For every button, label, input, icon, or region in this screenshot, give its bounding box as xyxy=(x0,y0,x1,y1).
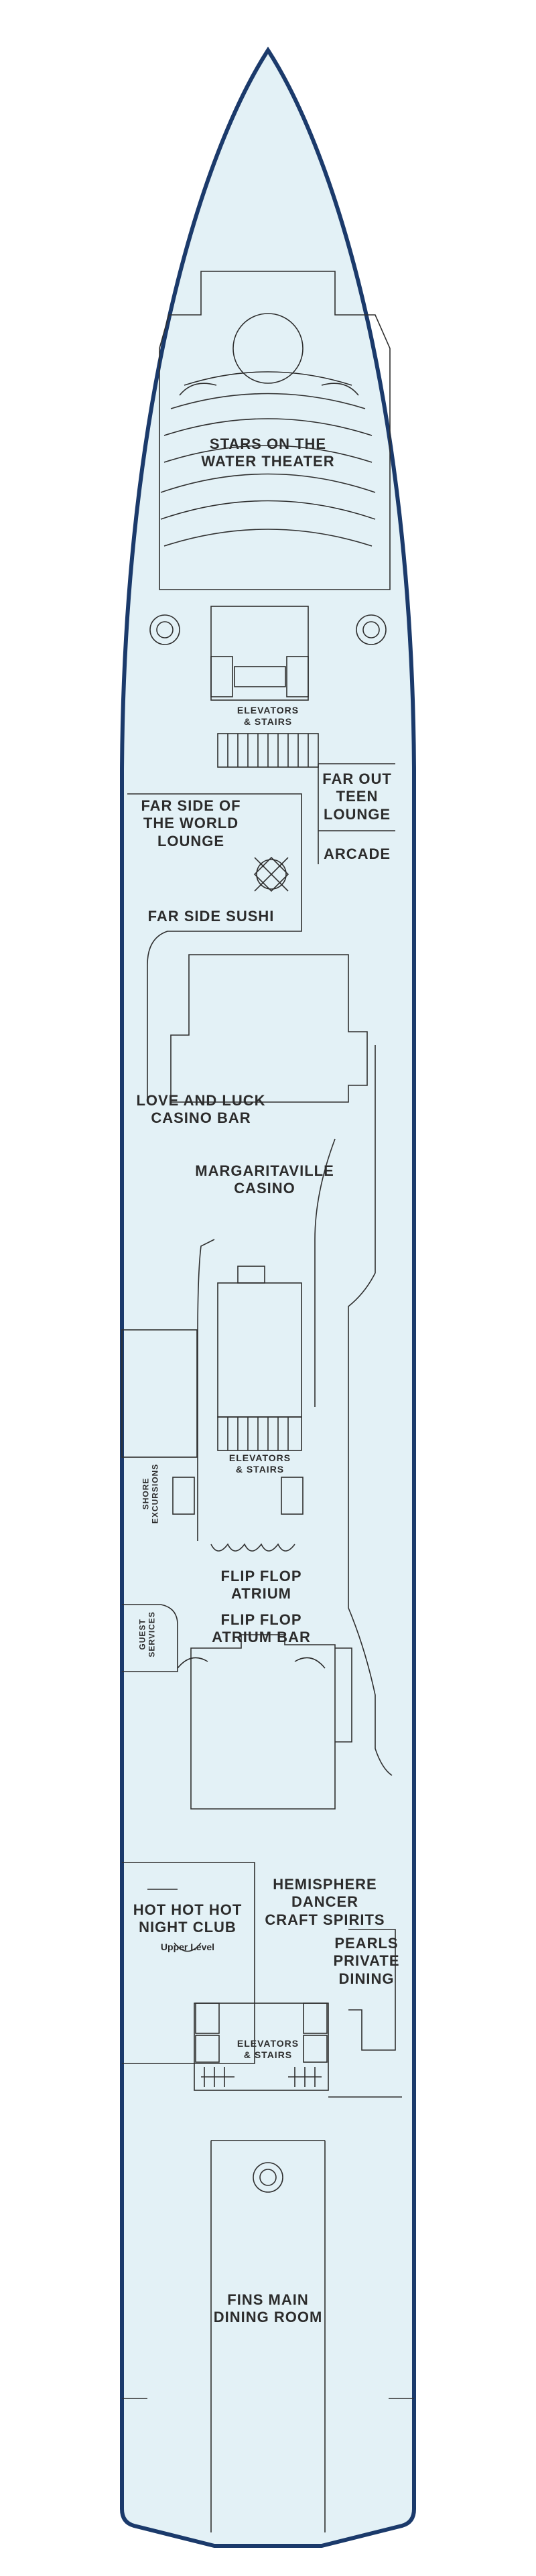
atrium-label: FLIP FLOP ATRIUM xyxy=(194,1568,328,1603)
guest-services-label: GUEST SERVICES xyxy=(138,1604,157,1664)
elevators-mid-line-1: ELEVATORS xyxy=(228,1452,291,1463)
far-side-sushi-label: FAR SIDE SUSHI xyxy=(147,908,275,925)
aft-lobby xyxy=(194,2003,329,2091)
theater-label-line-1: STARS ON THE xyxy=(209,435,327,452)
bow-rotunda xyxy=(232,313,304,384)
mid-room xyxy=(121,1329,198,1458)
theater-label-line-2: WATER THEATER xyxy=(201,453,335,470)
shore-excursions-line-2: EXCURSIONS xyxy=(151,1463,160,1524)
casino-bar-line-2: CASINO BAR xyxy=(151,1109,251,1127)
elevators-aft-line-1: ELEVATORS xyxy=(237,2038,299,2049)
teen-lounge-line-1: FAR OUT xyxy=(322,770,392,787)
dining-room-wall xyxy=(210,2140,326,2532)
hemisphere-line-2: DANCER xyxy=(291,1893,359,1911)
hemisphere-line-3: CRAFT SPIRITS xyxy=(265,1911,385,1928)
night-club-note: Upper Level xyxy=(160,1942,215,1952)
teen-lounge-line-3: LOUNGE xyxy=(323,805,391,823)
fwd-lobby xyxy=(210,606,309,701)
atrium-bar-line-2: ATRIUM BAR xyxy=(212,1629,311,1646)
theater-label: STARS ON THE WATER THEATER xyxy=(174,435,362,471)
night-club-line-1: HOT HOT HOT xyxy=(133,1901,243,1918)
guest-services-line-1: GUEST xyxy=(137,1619,147,1650)
atrium-line-1: FLIP FLOP xyxy=(220,1568,302,1584)
elevators-aft-label: ELEVATORS & STAIRS xyxy=(221,2038,315,2061)
pearls-wall xyxy=(348,1929,396,2051)
shore-excursions-label: SHORE EXCURSIONS xyxy=(141,1456,161,1530)
atrium-bar-line-1: FLIP FLOP xyxy=(220,1611,302,1628)
pearls-label: PEARLS PRIVATE DINING xyxy=(330,1935,403,1988)
night-club-wall xyxy=(122,1862,255,2064)
teen-lounge-line-2: TEEN xyxy=(336,788,379,805)
hemisphere-label: HEMISPHERE DANCER CRAFT SPIRITS xyxy=(258,1876,392,1929)
atrium-bar-outline xyxy=(190,1634,336,1810)
far-side-lounge-line-2: THE WORLD xyxy=(143,815,239,832)
dining-room-line-1: FINS MAIN xyxy=(227,2291,309,2308)
theater-shell xyxy=(159,271,391,590)
casino-line-2: CASINO xyxy=(234,1180,295,1197)
atrium-line-2: ATRIUM xyxy=(231,1585,291,1603)
dining-room-label: FINS MAIN DINING ROOM xyxy=(201,2291,335,2327)
hull xyxy=(120,46,416,2548)
far-side-lounge-line-1: FAR SIDE OF xyxy=(141,797,241,814)
teen-lounge-label: FAR OUT TEEN LOUNGE xyxy=(320,770,394,823)
atrium-bar-label: FLIP FLOP ATRIUM BAR xyxy=(194,1611,328,1647)
pearls-line-2: PRIVATE xyxy=(333,1952,400,1970)
dining-room-line-2: DINING ROOM xyxy=(213,2309,323,2326)
casino-bar-label: LOVE AND LUCK CASINO BAR xyxy=(127,1092,275,1128)
far-side-lounge-line-3: LOUNGE xyxy=(157,832,225,850)
elevators-aft-line-2: & STAIRS xyxy=(243,2049,293,2060)
shore-excursions-line-1: SHORE xyxy=(141,1477,151,1510)
casino-bar-outline xyxy=(170,954,368,1103)
arcade-label: ARCADE xyxy=(323,845,391,862)
guest-services-line-2: SERVICES xyxy=(147,1611,157,1657)
night-club-line-2: NIGHT CLUB xyxy=(139,1919,237,1936)
elevators-fwd-line-2: & STAIRS xyxy=(243,716,293,727)
elevators-fwd-label: ELEVATORS & STAIRS xyxy=(221,705,315,728)
casino-bar-line-1: LOVE AND LUCK xyxy=(136,1092,266,1109)
casino-label: MARGARITAVILLE CASINO xyxy=(181,1162,348,1198)
night-club-label: HOT HOT HOT NIGHT CLUB xyxy=(127,1901,248,1937)
pearls-line-1: PEARLS xyxy=(334,1935,399,1952)
elevators-mid-label: ELEVATORS & STAIRS xyxy=(213,1452,307,1475)
hemisphere-line-1: HEMISPHERE xyxy=(273,1876,377,1893)
far-side-lounge-label: FAR SIDE OF THE WORLD LOUNGE xyxy=(127,797,255,850)
pearls-line-3: DINING xyxy=(338,1970,395,1987)
casino-line-1: MARGARITAVILLE xyxy=(195,1162,334,1179)
far-side-lounge-wall xyxy=(127,793,302,1099)
elevators-fwd-line-1: ELEVATORS xyxy=(237,705,299,716)
elevators-mid-line-2: & STAIRS xyxy=(235,1463,285,1475)
